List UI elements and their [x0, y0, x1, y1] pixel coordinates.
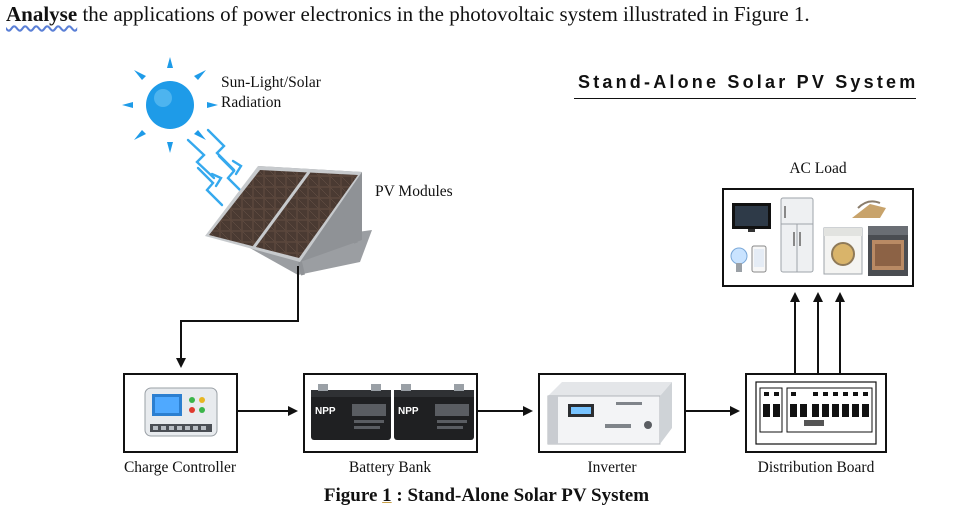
connection-lines [176, 266, 845, 416]
sun-label-line1: Sun-Light/Solar [221, 74, 321, 91]
question-lead: Analyse [6, 2, 78, 26]
system-title: Stand-Alone Solar PV System [578, 72, 919, 92]
inverter-icon [547, 382, 672, 445]
figure-caption: Figure 1 : Stand-Alone Solar PV System [0, 485, 973, 507]
iron-icon [852, 200, 886, 218]
distribution-board-icon [755, 381, 877, 445]
phone-icon [751, 245, 767, 273]
pv-modules-icon [205, 166, 372, 276]
question-rest: the applications of power electronics in… [77, 2, 810, 26]
sun-icon [122, 57, 218, 153]
charge-controller-icon [144, 387, 218, 437]
battery-icon [311, 384, 391, 440]
light-bulb-icon [730, 247, 748, 272]
sun-label-line2: Radiation [221, 94, 282, 111]
caption-prefix: Figure [323, 485, 383, 506]
question-text: Analyse the applications of power electr… [6, 2, 810, 27]
refrigerator-icon [780, 197, 814, 273]
radiation-rays-icon [186, 128, 245, 207]
battery-brand-text-1: NPP [315, 406, 336, 417]
caption-number: 1 [382, 485, 392, 506]
tv-icon [732, 203, 771, 232]
washing-machine-icon [823, 227, 863, 275]
system-title-rule [574, 98, 916, 99]
pv-modules-label: PV Modules [375, 183, 453, 200]
caption-suffix: : Stand-Alone Solar PV System [391, 485, 650, 506]
oven-icon [868, 226, 908, 276]
distribution-board-label: Distribution Board [757, 459, 875, 476]
battery-brand-text-2: NPP [398, 406, 419, 417]
inverter-label: Inverter [587, 459, 637, 476]
ac-load-label: AC Load [789, 160, 847, 177]
charge-controller-label: Charge Controller [123, 459, 237, 476]
battery-bank-label: Battery Bank [348, 459, 432, 476]
battery-icon [394, 384, 474, 440]
